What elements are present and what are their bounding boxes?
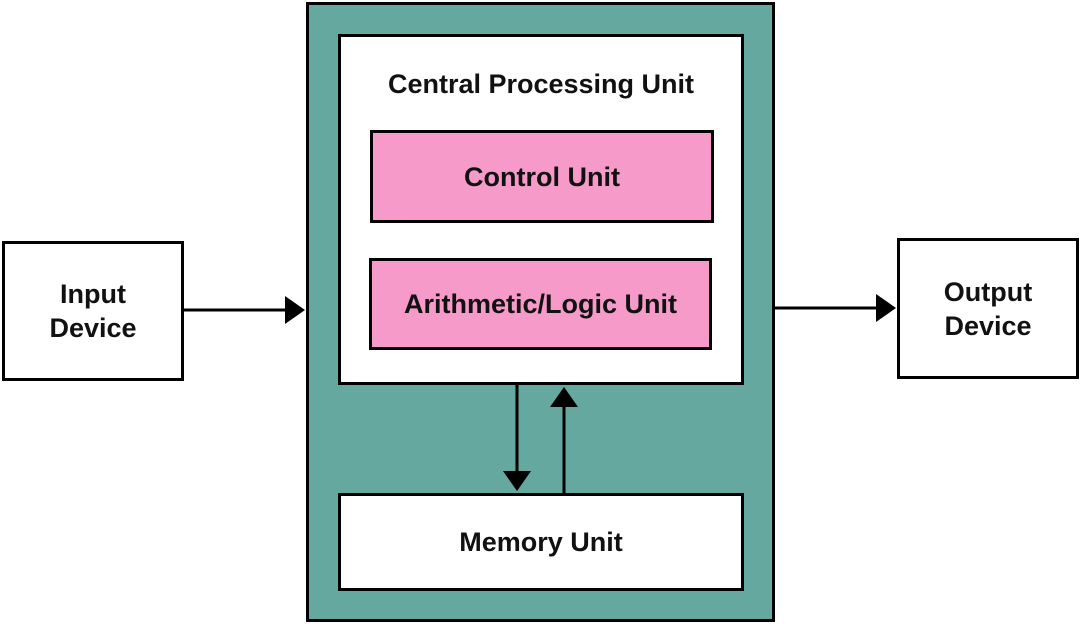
cpu-to-output-arrowhead <box>876 294 896 322</box>
control-unit-box: Control Unit <box>370 130 714 223</box>
output-device-box: Output Device <box>897 238 1079 379</box>
memory-unit-label: Memory Unit <box>459 527 623 557</box>
memory-unit-box: Memory Unit <box>338 493 744 591</box>
input-to-cpu-arrowhead <box>285 296 305 324</box>
control-unit-label: Control Unit <box>464 161 620 192</box>
input-device-box: Input Device <box>2 241 184 381</box>
output-device-label: Output Device <box>943 276 1033 341</box>
alu-box: Arithmetic/Logic Unit <box>369 258 712 350</box>
cpu-title: Central Processing Unit <box>387 69 695 99</box>
alu-label: Arithmetic/Logic Unit <box>403 289 677 319</box>
input-device-label: Input Device <box>49 279 137 343</box>
